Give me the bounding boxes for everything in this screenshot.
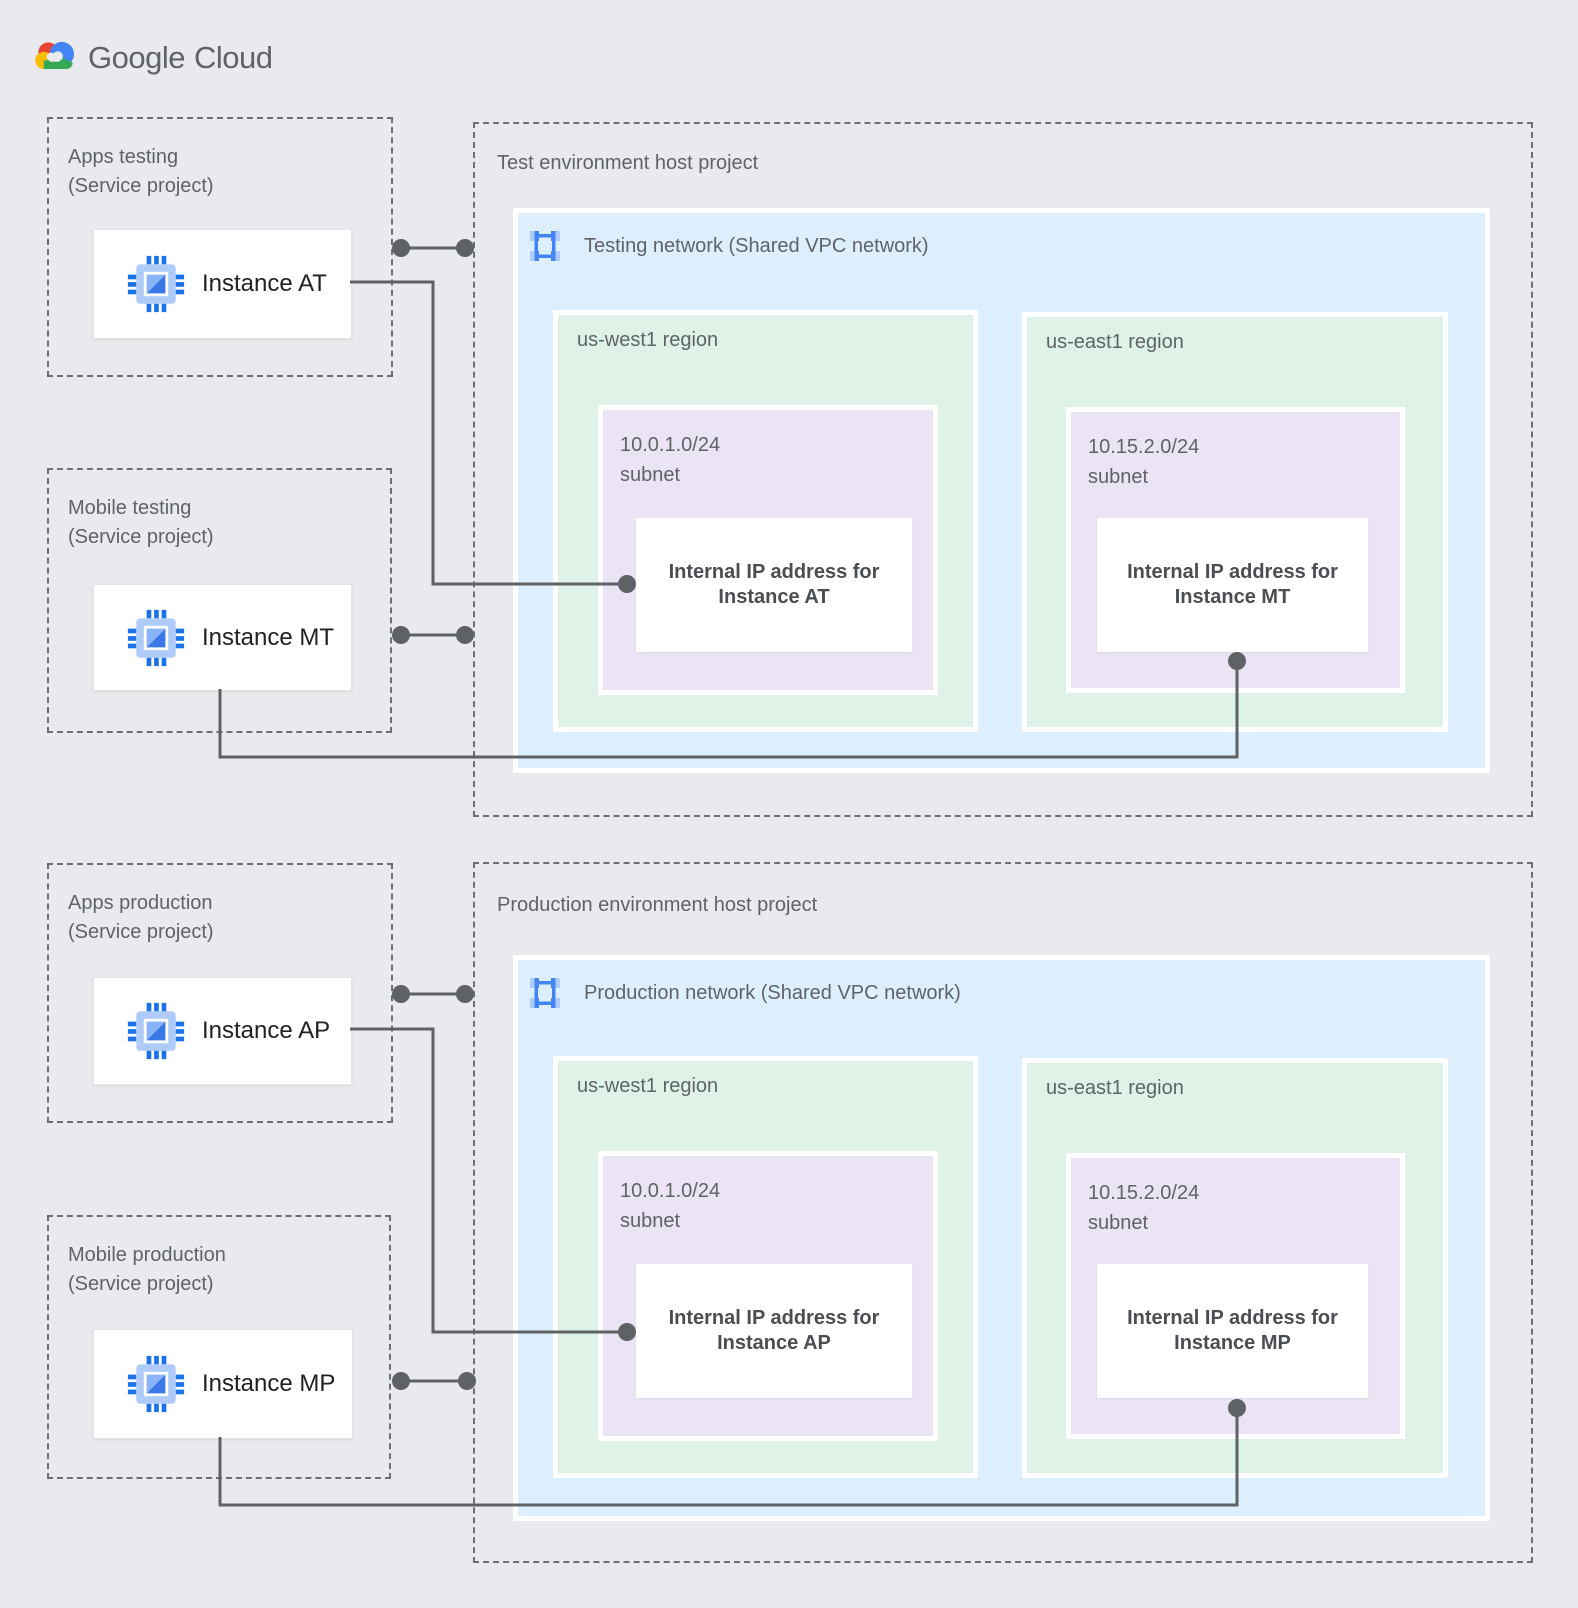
project-type-line: (Service project) [68,526,214,548]
connector-dot [392,626,410,644]
service-project-box-mobile-testing: Mobile testing (Service project) [47,468,392,733]
service-project-label: Apps production (Service project) [68,889,214,947]
region-label: us-west1 region [577,329,719,351]
connector-dot [456,626,474,644]
connector-dot [392,1372,410,1390]
service-project-label: Mobile testing (Service project) [68,494,214,552]
internal-ip-line: Internal IP address for [668,561,880,583]
service-project-label: Apps testing (Service project) [68,143,214,201]
google-cloud-logo-icon [32,36,79,74]
region-label: us-east1 region [1046,1077,1184,1099]
internal-ip-line: Instance AT [718,586,830,608]
vpc-network-header: Testing network (Shared VPC network) [528,228,929,264]
wordmark-brand: Google [88,40,185,75]
instance-card-mt: Instance MT [93,584,352,691]
vpc-network-header: Production network (Shared VPC network) [528,975,961,1011]
service-project-box-apps-testing: Apps testing (Service project) [47,117,393,377]
project-type-line: (Service project) [68,921,214,943]
compute-instance-icon [126,254,186,314]
subnet-label: 10.15.2.0/24 subnet [1088,1178,1199,1238]
connector-dot [392,239,410,257]
vpc-network-icon [530,978,560,1008]
vpc-network-icon [530,231,560,261]
subnet-cidr: 10.15.2.0/24 [1088,1182,1200,1204]
instance-label: Instance MT [202,623,335,651]
region-label: us-west1 region [577,1075,719,1097]
host-project-title: Test environment host project [497,152,759,174]
service-project-label: Mobile production (Service project) [68,1241,226,1299]
internal-ip-box-instance-mt: Internal IP address for Instance MT [1097,518,1368,652]
project-name-line: Mobile production [68,1244,226,1266]
connector-dot [456,985,474,1003]
compute-instance-icon [126,608,186,668]
instance-card-ap: Instance AP [93,977,352,1085]
subnet-word: subnet [620,464,681,486]
subnet-word: subnet [1088,1212,1149,1234]
host-project-title: Production environment host project [497,894,818,916]
subnet-label: 10.0.1.0/24 subnet [620,430,720,490]
instance-card-at: Instance AT [93,229,352,339]
subnet-word: subnet [620,1210,681,1232]
internal-ip-line: Instance AP [717,1332,831,1354]
internal-ip-line: Internal IP address for [1127,561,1338,583]
internal-ip-box-instance-ap: Internal IP address for Instance AP [636,1264,912,1398]
compute-instance-icon [126,1001,186,1061]
instance-card-mp: Instance MP [93,1329,353,1439]
region-label: us-east1 region [1046,331,1184,353]
subnet-label: 10.15.2.0/24 subnet [1088,432,1199,492]
project-name-line: Apps production [68,892,213,914]
wordmark-product: Cloud [193,40,273,75]
connector-dot [456,239,474,257]
project-name-line: Mobile testing [68,497,192,519]
subnet-word: subnet [1088,466,1149,488]
internal-ip-line: Internal IP address for [668,1307,880,1329]
network-label: Testing network (Shared VPC network) [584,234,929,257]
instance-label: Instance MP [202,1370,336,1397]
project-type-line: (Service project) [68,175,214,197]
subnet-cidr: 10.15.2.0/24 [1088,436,1200,458]
subnet-cidr: 10.0.1.0/24 [620,1180,721,1202]
subnet-label: 10.0.1.0/24 subnet [620,1176,720,1236]
instance-label: Instance AP [202,1017,331,1044]
service-project-box-mobile-production: Mobile production (Service project) [47,1215,391,1479]
internal-ip-box-instance-at: Internal IP address for Instance AT [636,518,912,652]
compute-instance-icon [126,1354,186,1414]
connector-dot [392,985,410,1003]
internal-ip-line: Instance MP [1174,1332,1291,1354]
internal-ip-line: Internal IP address for [1127,1307,1338,1329]
project-name-line: Apps testing [68,146,179,168]
instance-label: Instance AT [202,270,327,297]
subnet-cidr: 10.0.1.0/24 [620,434,721,456]
internal-ip-line: Instance MT [1174,586,1291,608]
internal-ip-box-instance-mp: Internal IP address for Instance MP [1097,1264,1368,1398]
project-type-line: (Service project) [68,1273,214,1295]
service-project-box-apps-production: Apps production (Service project) [47,863,393,1123]
network-label: Production network (Shared VPC network) [584,981,961,1004]
